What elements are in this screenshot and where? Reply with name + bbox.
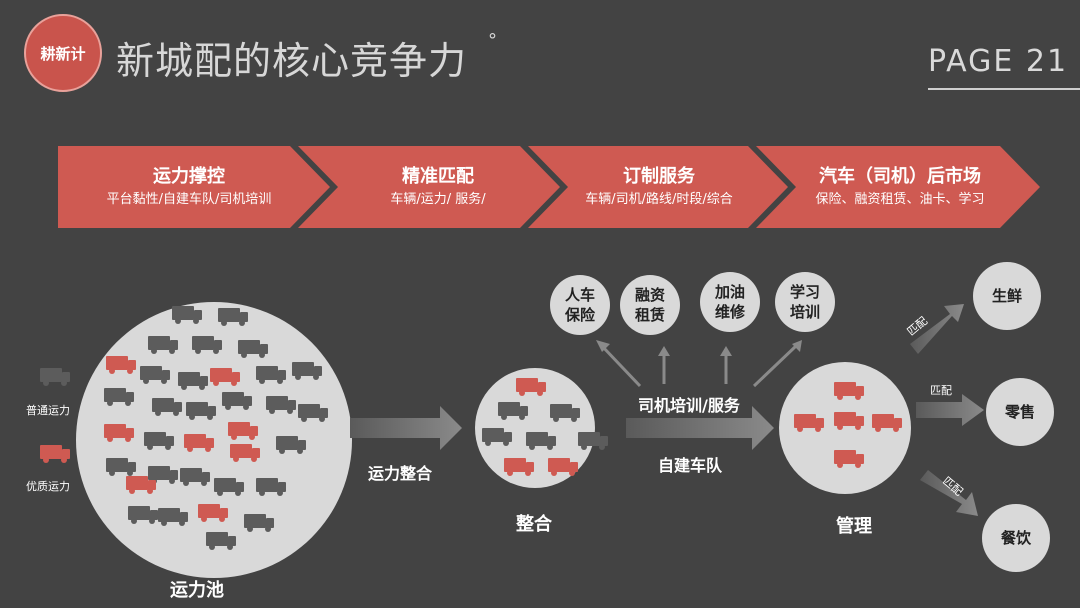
fleet-label: 自建车队 <box>658 456 723 475</box>
service-insurance: 人车保险 <box>550 285 610 325</box>
chevron-3-title: 订制服务 <box>623 166 695 187</box>
manage-label: 管理 <box>836 516 872 537</box>
title-degree-mark: ° <box>488 30 497 51</box>
service-circle-2 <box>620 275 680 335</box>
arrow-fresh <box>910 304 964 354</box>
page-title: 新城配的核心竞争力 <box>116 39 468 83</box>
pool-label: 运力池 <box>170 580 224 601</box>
chevron-1 <box>58 146 330 228</box>
chevron-3-sub: 车辆/司机/路线/时段/综合 <box>585 192 733 207</box>
service-fuel-line1: 加油 <box>714 283 745 301</box>
service-circle-1 <box>550 275 610 335</box>
arrow-retail <box>916 394 984 426</box>
service-insurance-line1: 人车 <box>564 286 595 304</box>
service-fuel-line2: 维修 <box>714 303 745 321</box>
service-arrows <box>596 340 802 388</box>
manage-circle <box>779 362 911 494</box>
page-number: PAGE 21 <box>928 44 1069 79</box>
chevron-4-title: 汽车（司机）后市场 <box>819 166 981 187</box>
chevron-1-text: 运力撑控 平台黏性/自建车队/司机培训 <box>58 146 320 228</box>
chevron-3 <box>528 146 788 228</box>
match-label-retail: 匹配 <box>930 384 952 397</box>
chevron-2-text: 精准匹配 车辆/运力/ 服务/ <box>326 146 550 228</box>
arrow-manage <box>626 406 774 450</box>
legend-normal-truck-icon <box>40 368 70 386</box>
service-circle-3 <box>700 272 760 332</box>
output-fresh: 生鲜 <box>991 287 1022 305</box>
training-label: 司机培训/服务 <box>638 396 740 415</box>
service-leasing-line1: 融资 <box>634 286 665 304</box>
output-catering: 餐饮 <box>1000 529 1031 547</box>
chevron-2-title: 精准匹配 <box>402 166 474 187</box>
service-training: 学习培训 <box>775 282 835 322</box>
chevron-2 <box>298 146 560 228</box>
service-insurance-line2: 保险 <box>564 306 595 324</box>
normal-truck-icon <box>578 432 608 450</box>
chevron-4 <box>756 146 1040 228</box>
integrate-label: 整合 <box>516 514 552 535</box>
integrate-arrow-label: 运力整合 <box>368 464 433 483</box>
output-circle-retail <box>986 378 1054 446</box>
chevron-2-sub: 车辆/运力/ 服务/ <box>390 192 486 207</box>
service-training-line1: 学习 <box>789 283 820 301</box>
chevron-1-title: 运力撑控 <box>153 166 225 187</box>
chevron-4-text: 汽车（司机）后市场 保险、融资租赁、油卡、学习 <box>780 146 1020 228</box>
legend-normal-label: 普通运力 <box>26 404 70 417</box>
chevron-4-sub: 保险、融资租赁、油卡、学习 <box>815 192 985 207</box>
output-circle-fresh <box>973 262 1041 330</box>
chevron-3-text: 订制服务 车辆/司机/路线/时段/综合 <box>548 146 770 228</box>
arrow-catering <box>920 470 978 516</box>
legend-quality-truck-icon <box>40 445 70 463</box>
service-leasing: 融资租赁 <box>620 285 680 325</box>
arrow-integrate <box>350 406 462 450</box>
service-leasing-line2: 租赁 <box>634 306 665 324</box>
output-retail: 零售 <box>1004 403 1035 421</box>
chevron-1-sub: 平台黏性/自建车队/司机培训 <box>106 192 272 207</box>
service-fuel: 加油维修 <box>700 282 760 322</box>
output-circle-catering <box>982 504 1050 572</box>
company-logo: 耕新计 <box>24 14 102 92</box>
page-underline <box>928 88 1080 90</box>
logo-text: 耕新计 <box>40 44 86 63</box>
service-circle-4 <box>775 272 835 332</box>
service-training-line2: 培训 <box>789 303 820 321</box>
legend-quality-label: 优质运力 <box>26 480 70 493</box>
